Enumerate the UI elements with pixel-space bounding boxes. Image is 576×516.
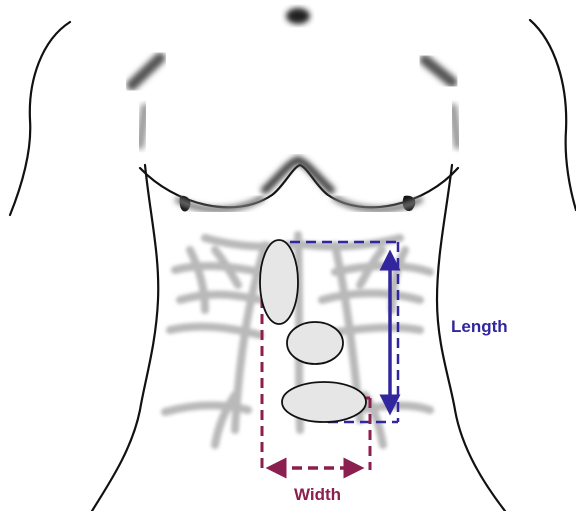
sternum-shadow [265,160,331,190]
ab-band-6 [170,327,260,335]
lesion-3 [282,382,366,422]
collarbone-notch [286,8,310,24]
lesion-2 [287,322,343,364]
ab-band-8 [165,405,248,412]
ab-band-3 [335,266,430,272]
right-waist-outline [437,165,505,511]
length-label: Length [451,317,508,337]
left-pectoral-line [140,108,145,145]
width-label: Width [294,485,341,505]
right-pectoral-line [453,108,458,145]
ab-band-4 [180,295,262,300]
muscle-shading [132,8,458,445]
left-waist-outline [92,165,158,511]
lower-ab-right [365,395,383,445]
lesion-1 [260,240,298,324]
ab-band-5 [322,293,420,300]
left-collarbone [132,58,160,85]
ab-band-2 [175,266,260,272]
right-collarbone [425,60,452,82]
left-shoulder-outline [10,22,70,215]
right-shoulder-outline [530,20,576,210]
